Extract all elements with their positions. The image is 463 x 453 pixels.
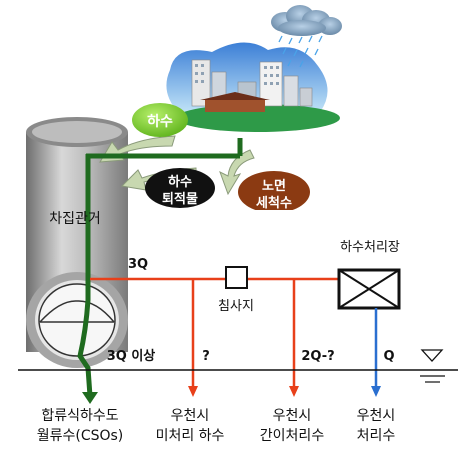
green-sewage-line [77,138,243,397]
untreated-label-line1: 우천시 [171,408,210,424]
flow-q-label: Q [383,349,394,364]
grit-chamber-box [225,266,248,289]
treated-label-line1: 우천시 [357,408,396,424]
red-flow-network [90,277,338,390]
sewage-bubble: 하수 [132,103,188,137]
road-wash-label-line2: 세척수 [256,195,292,211]
untreated-arrow-head [188,386,198,397]
untreated-label-line2: 미처리 하수 [156,428,225,444]
rain-cloud [271,5,342,68]
treatment-plant-box [337,268,401,310]
road-wash-bubble: 노면 세척수 [238,171,310,213]
treated-arrow-head [371,386,381,397]
grit-chamber-label: 침사지 [218,299,254,314]
treatment-plant-label: 하수처리장 [340,240,400,255]
flow-2q-label: 2Q-? [301,349,334,364]
flow-unknown-label: ? [202,349,210,364]
treated-label-line2: 처리수 [357,428,396,444]
roof [200,92,270,100]
simple-treated-label-line1: 우천시 [273,408,312,424]
sediment-label-line2: 퇴적물 [162,191,198,207]
sediment-bubble: 하수 퇴적물 [145,168,215,208]
building [299,87,313,107]
water-level-symbol [420,349,445,383]
simple-treated-label-line2: 간이처리수 [260,428,325,444]
road-wash-label-line1: 노면 [262,178,286,194]
flow-3q-over-label: 3Q 이상 [107,348,156,364]
cso-arrow-head [82,392,98,404]
flow-3q-label: 3Q [128,257,148,272]
interceptor-pipe [26,117,128,368]
raindrops [278,35,323,68]
sewage-label: 하수 [147,113,173,130]
sediment-label-line1: 하수 [168,174,192,190]
interceptor-label: 차집관거 [49,211,101,227]
city-illustration [166,42,340,132]
cso-label-line1: 합류식하수도 [41,408,118,424]
low-building [205,100,265,112]
building [283,75,299,107]
simple-treated-arrow-head [289,386,299,397]
building-windows [195,64,279,85]
pipe-inner-wall [39,300,115,323]
cso-label-line2: 월류수(CSOs) [37,428,124,444]
